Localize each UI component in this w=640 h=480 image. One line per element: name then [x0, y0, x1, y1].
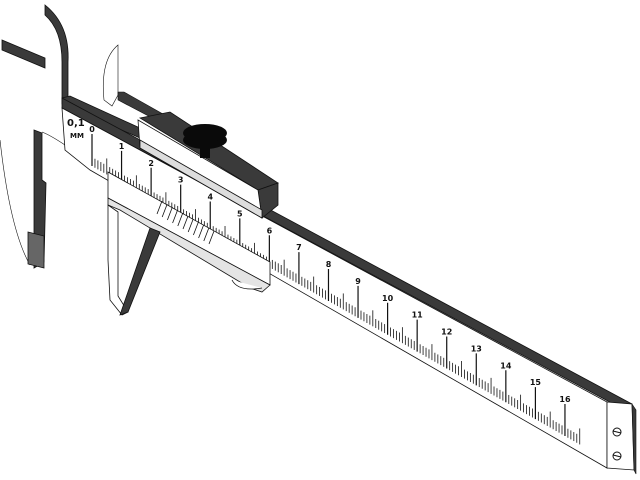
vernier-tick	[172, 209, 178, 224]
beam-end-cap	[606, 401, 637, 475]
unit-label: MM	[70, 132, 84, 140]
vernier-tick	[203, 227, 210, 242]
scale-number: 12	[441, 328, 452, 337]
scale-number: 2	[148, 159, 154, 168]
scale-number: 10	[382, 294, 394, 303]
precision-label: 0,1	[67, 118, 85, 129]
scale-number: 15	[530, 378, 542, 387]
vernier-tick	[208, 230, 215, 245]
beam-face	[61, 107, 608, 469]
vernier-tick	[182, 215, 189, 230]
slider-lower-jaw	[107, 204, 161, 316]
slider-inner-jaw	[103, 44, 119, 107]
scale-number: 14	[500, 361, 512, 370]
scale-number: 7	[296, 243, 302, 252]
scale-number: 5	[237, 209, 243, 218]
screw-icon	[612, 427, 622, 437]
locking-screw-knob-icon[interactable]	[183, 124, 227, 158]
scale-number: 16	[559, 395, 571, 404]
scale-number: 3	[178, 176, 184, 185]
scale-number: 6	[267, 226, 273, 235]
scale-number: 8	[326, 260, 332, 269]
vernier-tick	[161, 203, 168, 218]
scale-number: 13	[471, 344, 482, 353]
scale-number: 1	[119, 142, 125, 151]
scale-number: 4	[207, 193, 213, 202]
scale-number: 11	[412, 311, 424, 320]
vernier-tick	[187, 218, 194, 233]
vernier-plate[interactable]	[107, 171, 271, 293]
scale-number: 9	[355, 277, 361, 286]
vernier-tick	[177, 212, 184, 227]
screw-icon	[612, 451, 622, 461]
vernier-tick	[156, 200, 163, 215]
vernier-tick	[167, 206, 173, 221]
scale-number: 0	[89, 125, 95, 134]
vernier-tick	[193, 221, 199, 236]
vernier-tick	[198, 224, 204, 239]
